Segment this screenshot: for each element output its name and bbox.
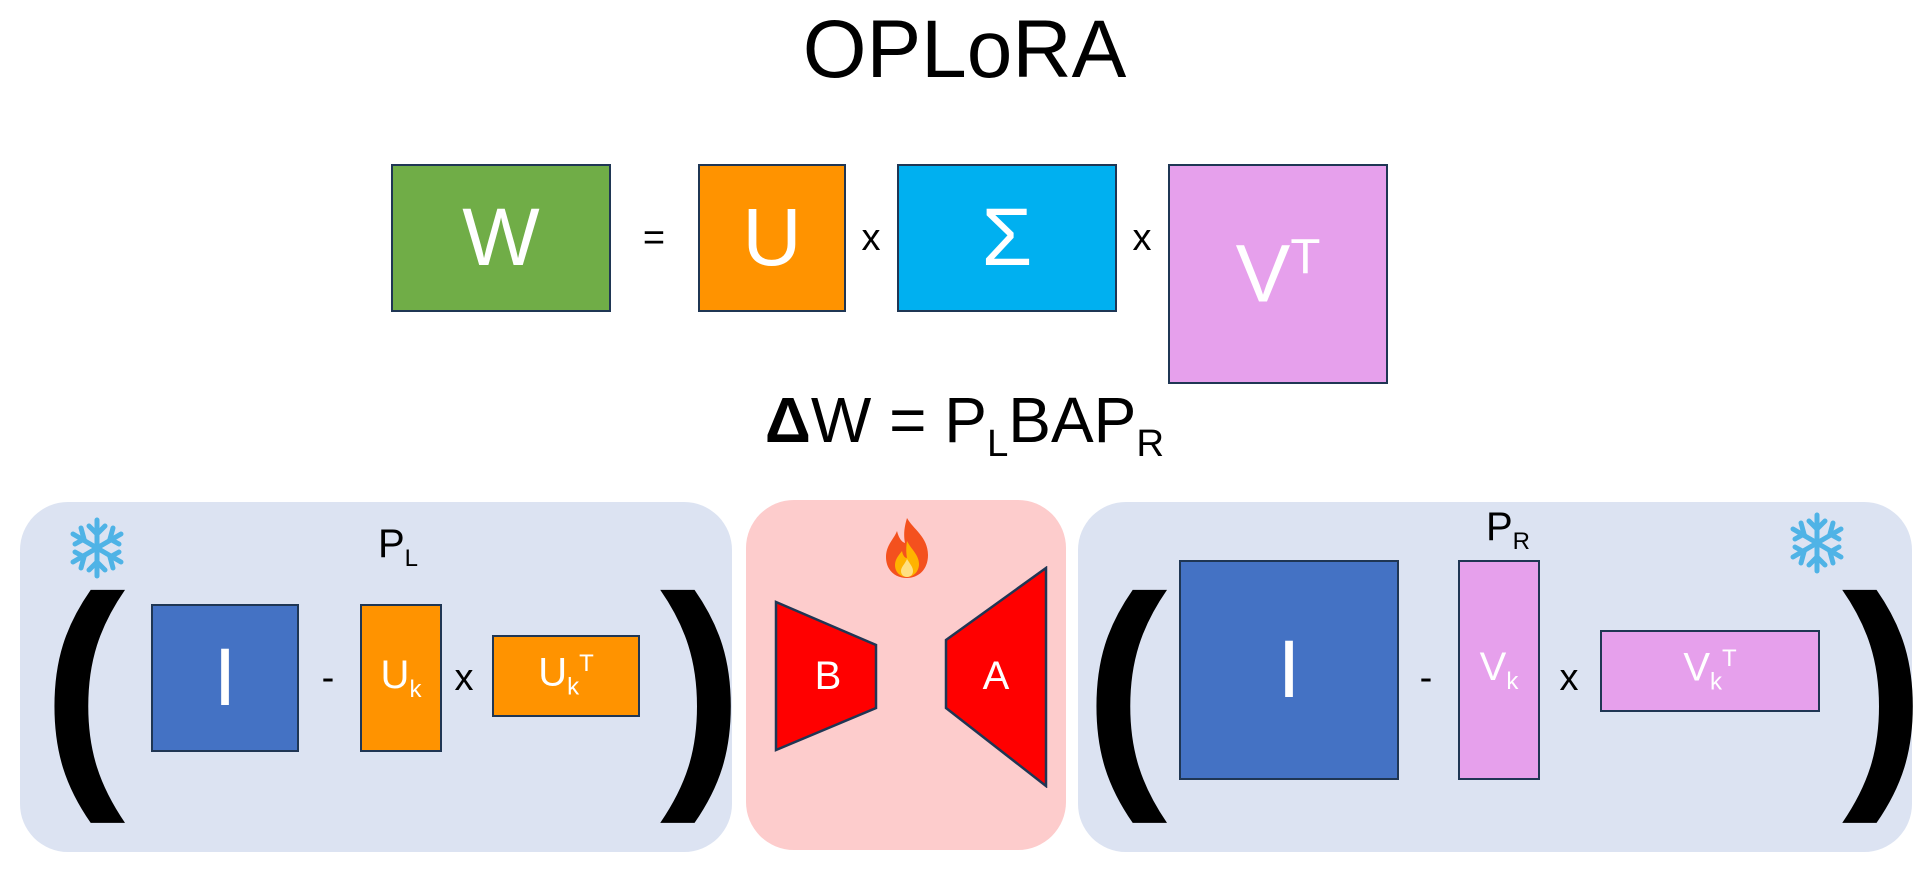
uk-transpose-matrix: UkT: [492, 635, 640, 717]
b-matrix: [774, 600, 878, 752]
fire-icon-svg: [886, 518, 928, 578]
left-open-paren: (: [42, 545, 126, 824]
equation-sub-r: R: [1136, 421, 1165, 465]
equals-sign: =: [642, 217, 666, 259]
snowflake-icon-svg: [1790, 512, 1844, 574]
v-transpose-label: VT: [1235, 228, 1321, 320]
vk-label: Vk: [1479, 644, 1519, 695]
right-open-paren: (: [1084, 545, 1168, 824]
p-r-label: PR: [1485, 505, 1531, 555]
equation-mid: BAP: [1008, 384, 1137, 456]
vk-transpose-matrix: VkT: [1600, 630, 1820, 712]
equation-sub-l: L: [986, 421, 1009, 465]
times-sign: x: [454, 657, 474, 699]
p-l-label: PL: [377, 522, 419, 572]
fire-icon: [880, 515, 934, 581]
v-transpose-matrix: VT: [1168, 164, 1388, 384]
u-matrix-label: U: [742, 192, 802, 283]
identity-matrix-left: I: [151, 604, 299, 752]
w-matrix: W: [391, 164, 611, 312]
delta-w-equation: ΔW = PLBAPR: [0, 385, 1929, 479]
b-label: B: [814, 654, 842, 698]
snowflake-icon: [64, 515, 130, 581]
right-close-paren: ): [1842, 545, 1926, 824]
identity-label: I: [1277, 624, 1301, 715]
snowflake-icon-svg: [70, 517, 124, 579]
uk-label: Uk: [380, 652, 422, 703]
vk-transpose-label: VkT: [1683, 645, 1737, 696]
sigma-matrix: Σ: [897, 164, 1117, 312]
times-sign: x: [861, 217, 881, 259]
sigma-matrix-label: Σ: [981, 192, 1033, 283]
uk-matrix: Uk: [360, 604, 442, 752]
left-close-paren: ): [660, 545, 744, 824]
snowflake-icon: [1784, 510, 1850, 576]
delta-symbol: Δ: [764, 384, 811, 456]
identity-label: I: [213, 632, 237, 723]
a-label: A: [982, 654, 1010, 698]
minus-sign: -: [321, 657, 335, 699]
equation-lhs: W = P: [810, 384, 987, 456]
minus-sign: -: [1419, 657, 1433, 699]
w-matrix-label: W: [462, 192, 540, 283]
times-sign: x: [1559, 657, 1579, 699]
identity-matrix-right: I: [1179, 560, 1399, 780]
a-matrix: [944, 566, 1048, 788]
vk-matrix: Vk: [1458, 560, 1540, 780]
uk-transpose-label: UkT: [538, 650, 594, 701]
u-matrix: U: [698, 164, 846, 312]
times-sign: x: [1132, 217, 1152, 259]
page-title: OPLoRA: [802, 4, 1127, 95]
